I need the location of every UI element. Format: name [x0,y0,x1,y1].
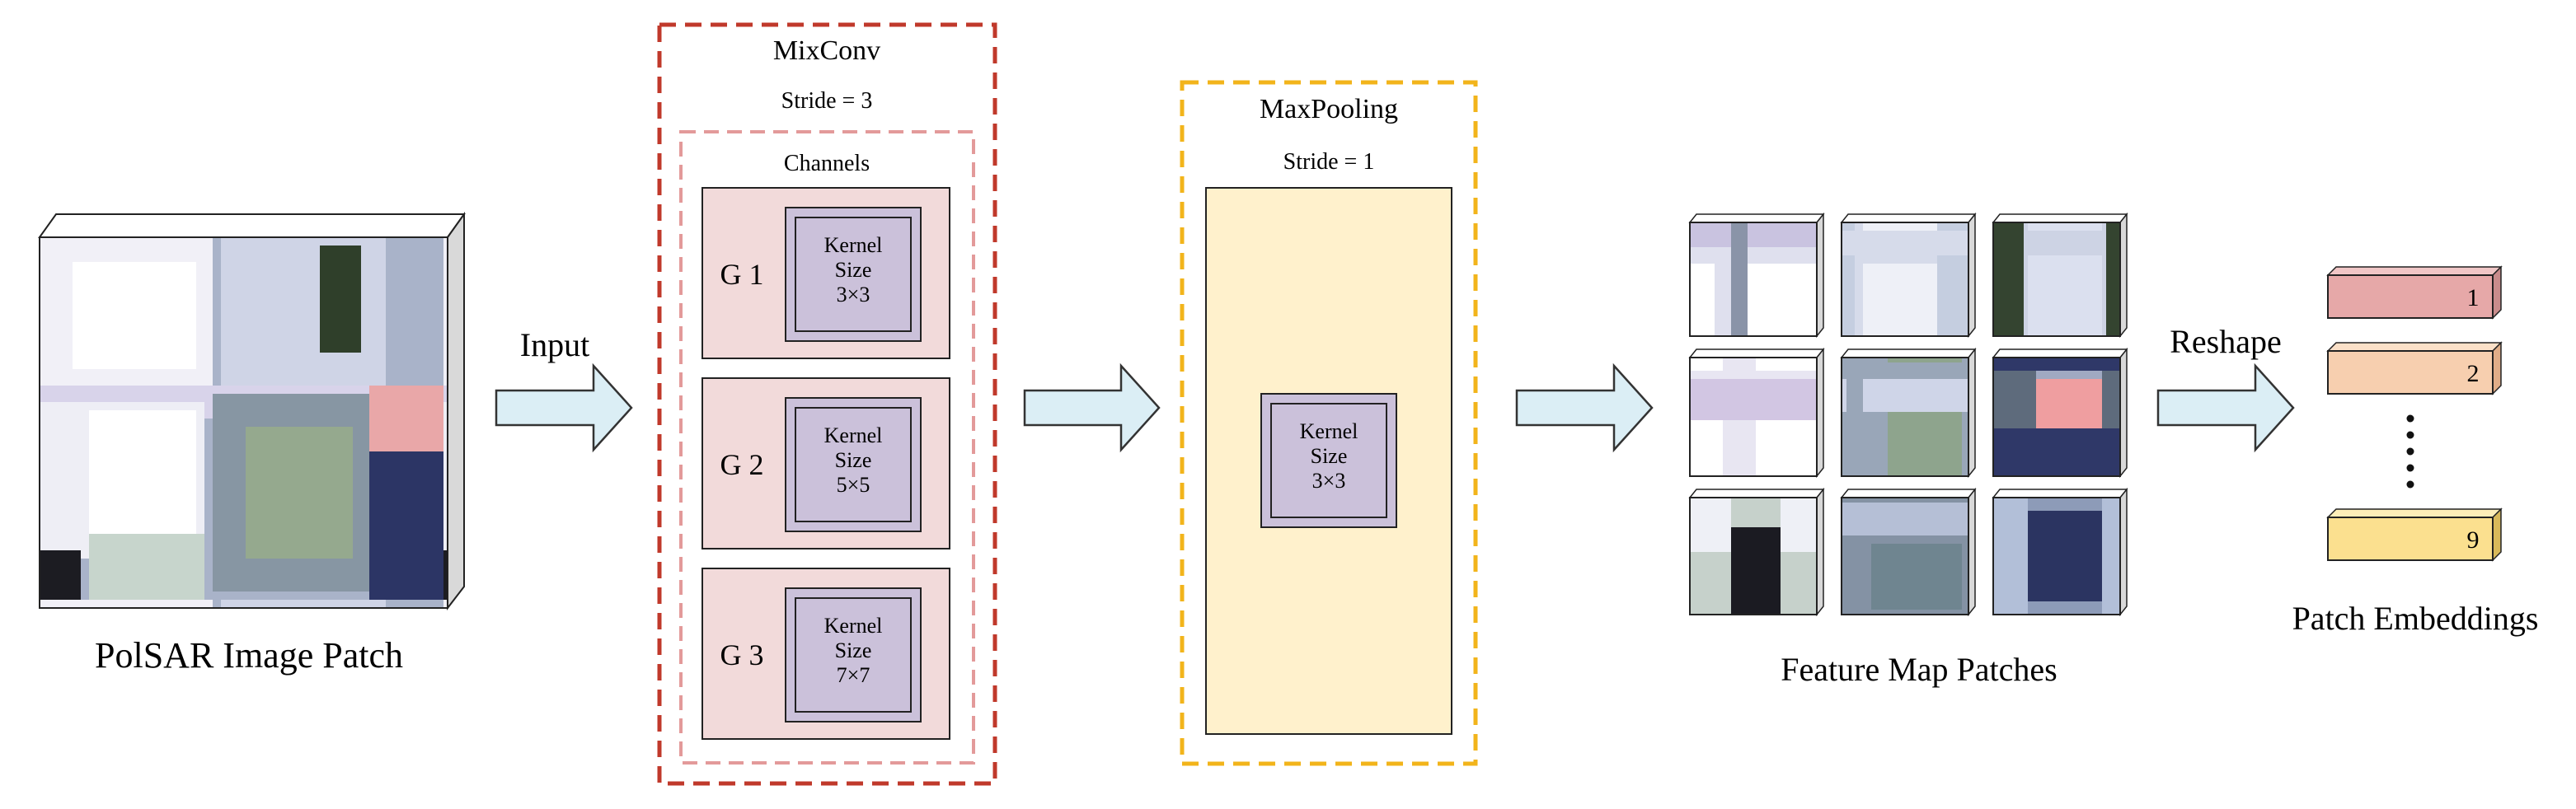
feature-map-patch [1688,347,1825,479]
embeddings-caption: Patch Embeddings [2292,600,2539,637]
kernel-size-value: 5×5 [837,473,870,497]
feature-map-patch [1688,487,1825,617]
feature-map-patch [1992,212,2128,339]
kernel-size-value: 3×3 [837,283,870,306]
patch-embedding-9: 9 [2326,507,2503,562]
kernel-label: Kernel [1300,419,1358,443]
kernel-box: Kernel Size 3×3 [785,207,922,342]
input-caption: PolSAR Image Patch [95,635,403,676]
channels-block [679,130,975,765]
mixconv-title: MixConv [773,35,880,66]
group-g1: G 1 Kernel Size 3×3 [701,187,950,359]
group-label: G 3 [720,638,764,671]
embedding-index: 2 [2467,360,2480,387]
kernel-size-value: 7×7 [837,663,870,687]
maxpool-to-features-arrow [1515,362,1654,453]
feature-map-patch [1688,212,1825,339]
maxpool-kernel-box: Kernel Size 3×3 [1260,393,1397,528]
feature-map-patch [1992,487,2128,617]
group-g3: G 3 Kernel Size 7×7 [701,568,950,740]
size-label: Size [1311,444,1348,468]
mixconv-stride: Stride = 3 [781,88,873,114]
kernel-label: Kernel [824,423,883,447]
reshape-arrow [2156,362,2295,453]
kernel-size-value: 3×3 [1312,469,1346,493]
size-label: Size [835,448,872,472]
mixconv-to-maxpool-arrow [1023,362,1161,453]
channels-label: Channels [784,151,870,176]
reshape-arrow-label: Reshape [2170,323,2282,360]
group-label: G 2 [720,448,764,481]
feature-map-patch [1840,212,1977,339]
kernel-box: Kernel Size 5×5 [785,397,922,532]
group-label: G 1 [720,258,764,291]
ellipsis-dots [2406,414,2414,489]
feature-maps-caption: Feature Map Patches [1781,651,2057,688]
embedding-index: 9 [2467,526,2480,554]
size-label: Size [835,258,872,282]
embedding-index: 1 [2467,284,2480,311]
feature-map-patch [1840,347,1977,479]
group-g2: G 2 Kernel Size 5×5 [701,377,950,549]
input-arrow-label: Input [520,326,589,363]
mixconv-block [657,22,997,786]
size-label: Size [835,638,872,662]
maxpooling-stride: Stride = 1 [1283,149,1375,175]
feature-map-patch [1992,347,2128,479]
input-arrow [495,362,633,453]
kernel-label: Kernel [824,233,883,257]
patch-embedding-1: 1 [2326,265,2503,320]
patch-embedding-2: 2 [2326,341,2503,395]
feature-map-patch [1840,487,1977,617]
kernel-box: Kernel Size 7×7 [785,587,922,722]
feature-map-grid [1688,212,2128,617]
kernel-label: Kernel [824,614,883,638]
polsar-image-patch [38,211,466,610]
maxpooling-title: MaxPooling [1260,94,1398,124]
